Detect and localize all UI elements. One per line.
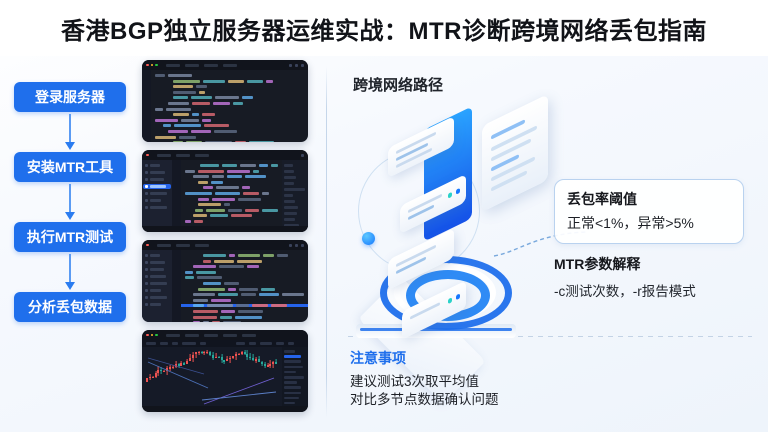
code-area [151, 70, 308, 142]
arrow-line [69, 254, 71, 284]
screenshot-candlestick-chart[interactable] [142, 330, 308, 412]
candlestick-plot [142, 348, 282, 405]
close-icon [146, 63, 149, 67]
status-bar [142, 406, 308, 412]
window-titlebar [142, 60, 308, 70]
mtr-parameters-title: MTR参数解释 [554, 256, 641, 272]
notes-line-2: 对比多节点数据确认问题 [350, 392, 499, 407]
document-panel-3d [482, 93, 548, 213]
line-number-gutter [142, 70, 151, 142]
callout-subtitle: 正常<1%，异常>5% [567, 215, 694, 231]
tab-strip [156, 243, 209, 247]
screenshot-ide-highlighted-line[interactable] [142, 240, 308, 322]
status-bar [142, 226, 308, 232]
section-title-network-path: 跨境网络路径 [353, 77, 444, 94]
mtr-parameters-detail: -c测试次数，-r报告模式 [554, 284, 696, 299]
ide-sidebar[interactable] [142, 250, 172, 322]
chart-watchlist-panel[interactable] [282, 347, 308, 410]
plate-edge [356, 324, 516, 338]
isometric-network-illustration [336, 93, 587, 404]
arrow-line [69, 114, 71, 144]
window-controls [301, 153, 304, 157]
notes-line-1: 建议测试3次取平均值 [350, 374, 480, 389]
horizontal-dashed-divider [348, 336, 752, 337]
editor-body [142, 250, 308, 322]
minimize-icon [150, 63, 153, 67]
close-icon [146, 333, 149, 337]
flow-arrow-2 [64, 182, 76, 222]
arrow-head-icon [65, 282, 75, 290]
line-number-gutter [172, 250, 181, 322]
window-titlebar [142, 240, 308, 250]
mtr-parameters-block: MTR参数解释 -c测试次数，-r报告模式 [554, 254, 764, 300]
flow-steps-column: 登录服务器 安装MTR工具 执行MTR测试 分析丢包数据 [0, 56, 140, 432]
flow-step-run-mtr[interactable]: 执行MTR测试 [14, 222, 126, 252]
arrow-line [69, 184, 71, 214]
tab-strip [156, 153, 209, 157]
right-panel: 跨境网络路径 [326, 56, 768, 432]
flow-arrow-3 [64, 252, 76, 292]
flow-step-login[interactable]: 登录服务器 [14, 82, 126, 112]
minimize-icon [150, 333, 153, 337]
flow-arrow-1 [64, 112, 76, 152]
ide-sidebar[interactable] [142, 160, 172, 232]
flow-step-analyze[interactable]: 分析丢包数据 [14, 292, 126, 322]
arrow-head-icon [65, 142, 75, 150]
arrow-head-icon [65, 212, 75, 220]
window-titlebar [142, 330, 308, 340]
window-controls [289, 63, 304, 67]
close-icon [146, 153, 149, 157]
screenshot-column [142, 60, 312, 432]
maximize-icon [155, 63, 158, 67]
notes-block: 注意事项 建议测试3次取平均值 对比多节点数据确认问题 [350, 348, 650, 409]
notes-title: 注意事项 [350, 350, 406, 366]
window-titlebar [142, 150, 308, 160]
editor-body [142, 160, 308, 232]
chart-toolbar[interactable] [142, 340, 308, 347]
screenshot-ide-with-sidebar[interactable] [142, 150, 308, 232]
page-title: 香港BGP独立服务器运维实战：MTR诊断跨境网络丢包指南 [61, 17, 707, 45]
vertical-divider [326, 66, 327, 418]
editor-body [142, 70, 308, 142]
line-number-gutter [172, 160, 181, 232]
screenshot-terminal-code-editor[interactable] [142, 60, 308, 142]
dashed-connector-line [493, 231, 587, 257]
tab-strip [165, 333, 256, 337]
packet-loss-threshold-callout: 丢包率阈值 正常<1%，异常>5% [554, 179, 744, 244]
code-area [181, 250, 308, 322]
close-icon [146, 243, 149, 247]
code-area [181, 160, 282, 232]
ide-right-panel [282, 160, 308, 232]
callout-title: 丢包率阈值 [567, 191, 637, 207]
maximize-icon [155, 333, 158, 337]
orbit-node-icon [362, 232, 375, 245]
window-controls [289, 243, 304, 247]
tab-strip [165, 63, 237, 67]
flow-step-install-mtr[interactable]: 安装MTR工具 [14, 152, 126, 182]
title-band: 香港BGP独立服务器运维实战：MTR诊断跨境网络丢包指南 [0, 0, 768, 56]
